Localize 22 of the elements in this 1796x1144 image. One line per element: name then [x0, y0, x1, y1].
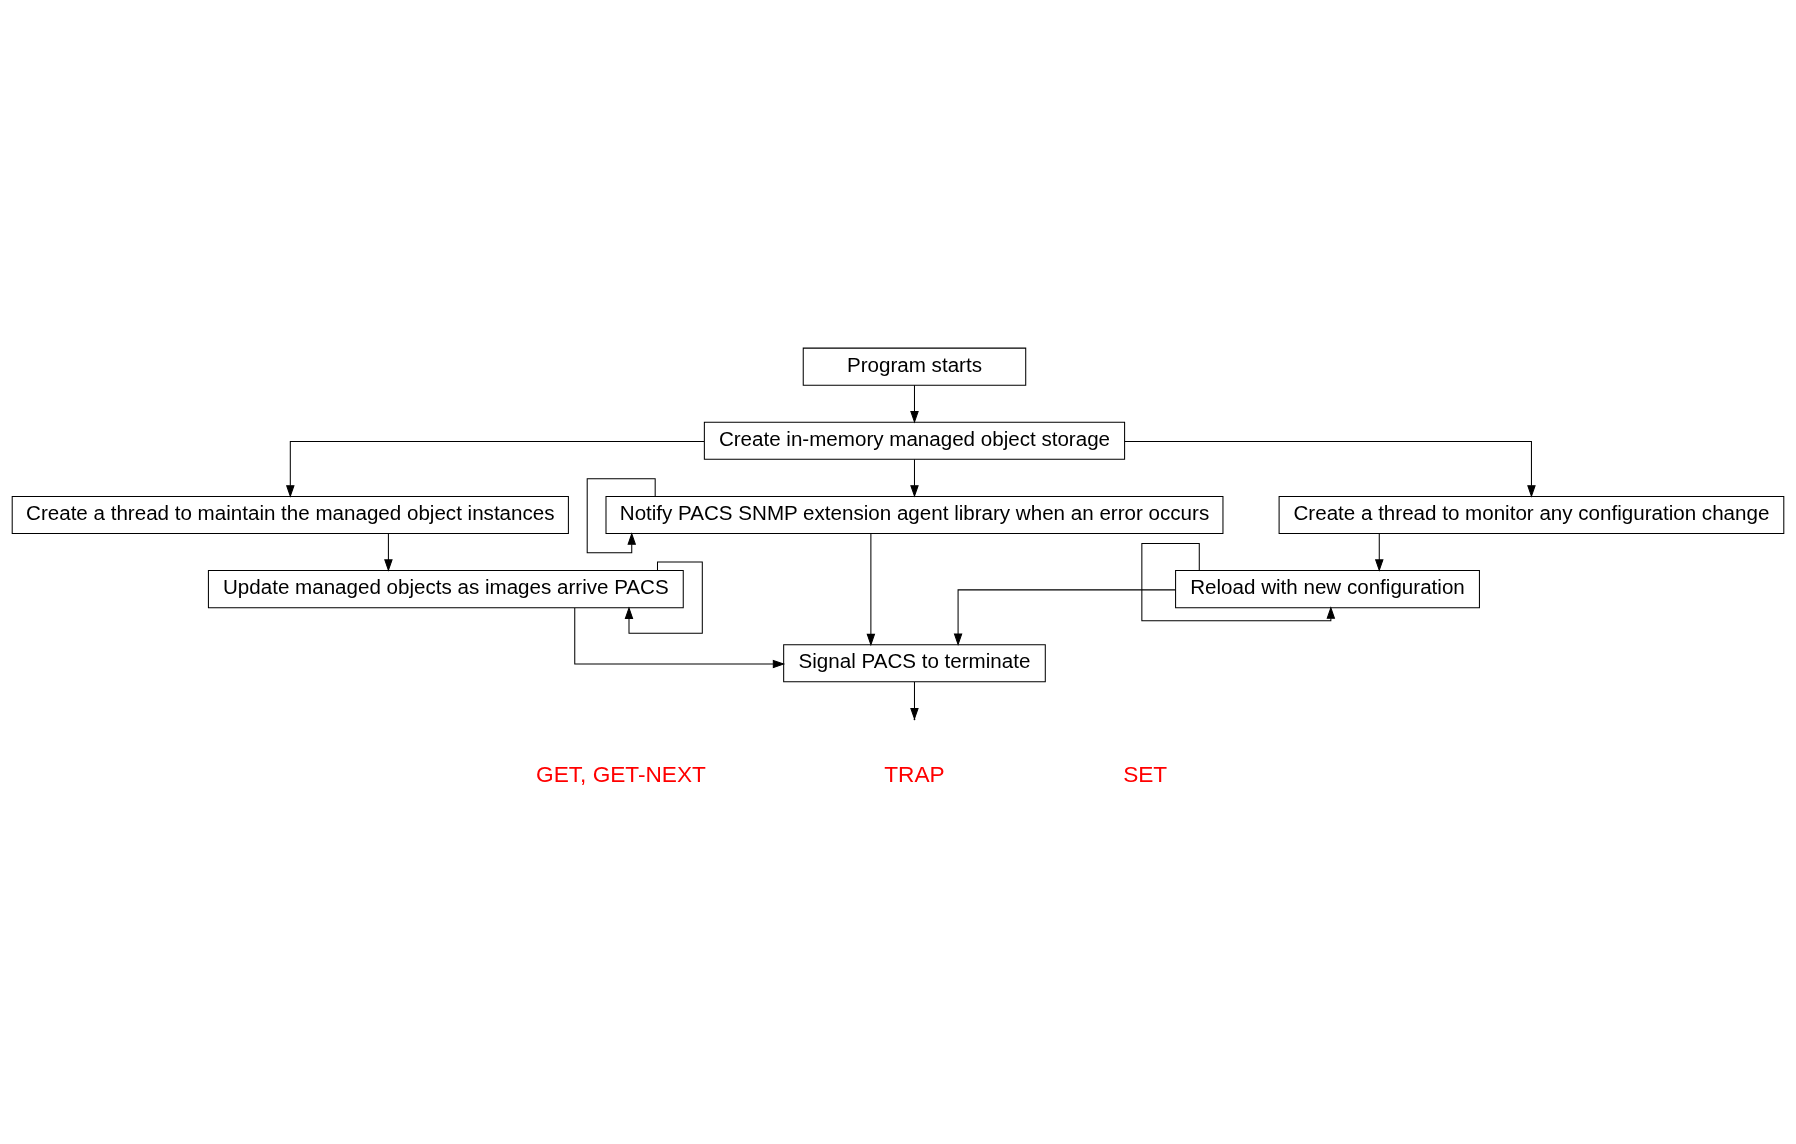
node-box: Create in-memory managed object storage: [703, 421, 1126, 460]
node-box: Reload with new configuration: [1175, 570, 1480, 609]
node-box: Signal PACS to terminate: [783, 644, 1046, 683]
label: TRAP: [884, 761, 945, 788]
arrow: [953, 589, 1176, 646]
arrow: [384, 533, 393, 572]
node-box: Update managed objects as images arrive PACS: [207, 570, 684, 609]
arrow: [1141, 543, 1336, 622]
arrow: [574, 607, 786, 669]
node-box: Create a thread to maintain the managed object instances: [11, 495, 569, 535]
node-box: Notify PACS SNMP extension agent library when an error occurs: [605, 495, 1224, 535]
arrow: [1124, 441, 1536, 498]
node-box: Program starts: [802, 347, 1027, 386]
arrow: [1374, 533, 1384, 572]
arrow: [624, 561, 703, 634]
arrow: [910, 384, 919, 424]
arrow: [866, 533, 876, 647]
arrow: [285, 441, 705, 498]
label: GET, GET-NEXT: [536, 761, 706, 788]
arrow: [910, 459, 919, 498]
label: SET: [1123, 761, 1168, 788]
node-box: Create a thread to monitor any configuration change: [1278, 495, 1785, 535]
